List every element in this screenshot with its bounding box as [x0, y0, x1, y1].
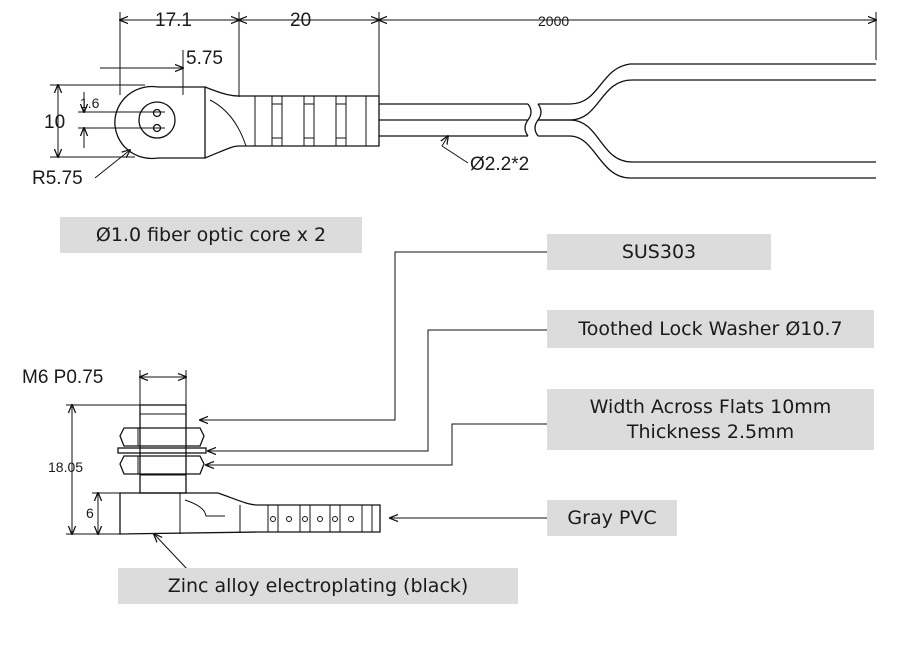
- dim-2000: 2000: [538, 13, 569, 29]
- dim-18-05: 18.05: [48, 459, 83, 475]
- dim-10: 10: [44, 112, 65, 133]
- dim-5-75: 5.75: [186, 48, 223, 69]
- label-fiber-core: Ø1.0 fiber optic core x 2: [60, 217, 362, 253]
- dim-thread: M6 P0.75: [22, 367, 103, 388]
- dim-1-6: 1.6: [80, 95, 100, 111]
- top-view: 17.1 20 2000 5.75 10 1.6 R5.75: [32, 10, 876, 189]
- dim-cable-diameter: Ø2.2*2: [470, 154, 529, 175]
- dim-17-1: 17.1: [155, 10, 192, 31]
- label-nut-spec: Width Across Flats 10mm Thickness 2.5mm: [547, 389, 874, 450]
- label-sus303: SUS303: [547, 234, 771, 270]
- dim-6: 6: [86, 505, 94, 521]
- label-gray-pvc: Gray PVC: [547, 500, 677, 536]
- dim-20: 20: [290, 10, 311, 31]
- nut-spec-line-2: Thickness 2.5mm: [626, 420, 795, 443]
- nut-spec-line-1: Width Across Flats 10mm: [589, 395, 832, 418]
- label-body-material: Zinc alloy electroplating (black): [118, 568, 518, 604]
- dim-r5-75: R5.75: [32, 168, 83, 189]
- label-lock-washer: Toothed Lock Washer Ø10.7: [547, 310, 874, 348]
- side-view: M6 P0.75 18.05 6: [22, 251, 548, 571]
